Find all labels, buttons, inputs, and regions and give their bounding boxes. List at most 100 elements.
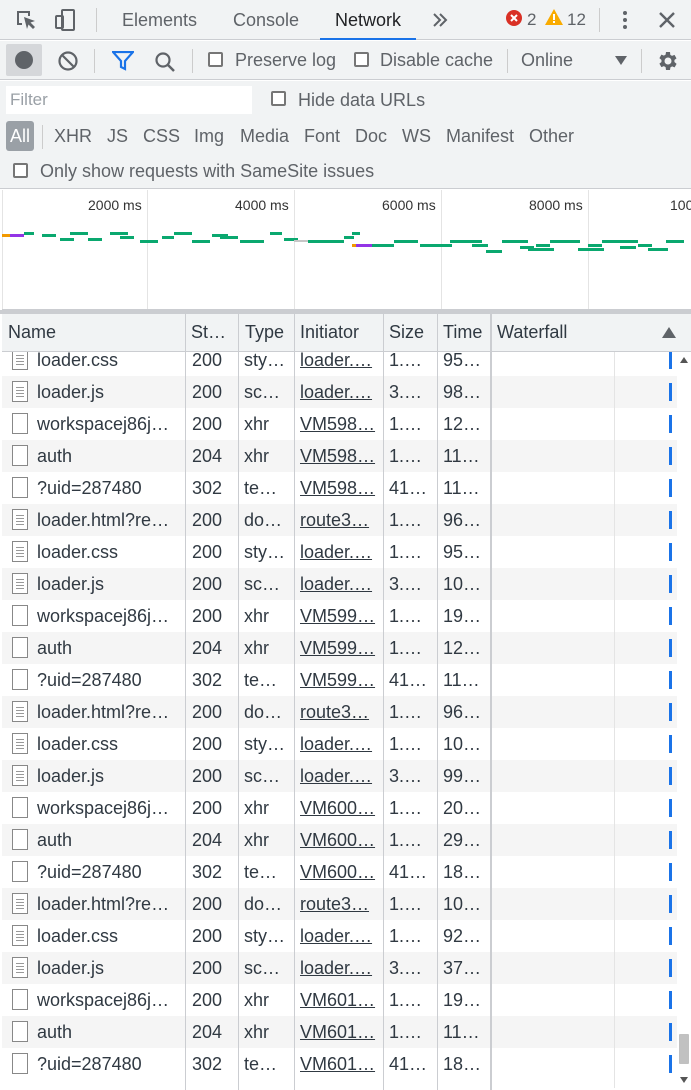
- cell-initiator[interactable]: VM600…: [300, 798, 376, 818]
- type-filter-img[interactable]: Img: [194, 126, 225, 146]
- warning-count[interactable]: 12: [567, 10, 586, 29]
- search-icon[interactable]: [154, 51, 176, 73]
- overview-divider[interactable]: [0, 310, 691, 314]
- cell-initiator[interactable]: VM599…: [300, 606, 376, 626]
- cell-initiator[interactable]: loader.…: [300, 766, 373, 786]
- column-header-name[interactable]: Name: [8, 322, 57, 342]
- column-header-type[interactable]: Type: [245, 322, 285, 342]
- column-divider[interactable]: [437, 314, 438, 1090]
- more-options-icon[interactable]: [613, 8, 637, 32]
- column-divider[interactable]: [238, 314, 239, 1090]
- tab-console[interactable]: Console: [233, 10, 300, 30]
- preserve-log-checkbox[interactable]: [208, 52, 223, 67]
- cell-initiator[interactable]: VM600…: [300, 862, 376, 882]
- cell-initiator[interactable]: VM601…: [300, 990, 376, 1010]
- scroll-up-arrow-icon[interactable]: [680, 357, 688, 363]
- error-icon[interactable]: [506, 10, 522, 26]
- scroll-thumb[interactable]: [679, 1034, 689, 1064]
- cell-initiator[interactable]: VM598…: [300, 446, 376, 466]
- more-tabs-icon[interactable]: [428, 8, 452, 32]
- type-filter-ws[interactable]: WS: [402, 126, 431, 146]
- type-filter-doc[interactable]: Doc: [355, 126, 388, 146]
- column-header-initiator[interactable]: Initiator: [300, 322, 360, 342]
- scroll-down-arrow-icon[interactable]: [680, 1077, 688, 1083]
- type-filter-manifest[interactable]: Manifest: [446, 126, 515, 146]
- type-filter-js[interactable]: JS: [107, 126, 129, 146]
- column-divider[interactable]: [383, 314, 384, 1090]
- samesite-checkbox[interactable]: [13, 163, 28, 178]
- close-icon[interactable]: [655, 8, 679, 32]
- cell-initiator[interactable]: VM601…: [300, 1022, 376, 1042]
- cell-initiator[interactable]: route3…: [300, 702, 370, 722]
- cell-initiator[interactable]: loader.…: [300, 958, 373, 978]
- disable-cache-checkbox[interactable]: [354, 52, 369, 67]
- record-button[interactable]: [6, 44, 42, 76]
- error-count[interactable]: 2: [527, 10, 537, 29]
- type-filter-css[interactable]: CSS: [143, 126, 181, 146]
- tab-elements[interactable]: Elements: [122, 10, 198, 30]
- cell-initiator[interactable]: loader.…: [300, 352, 373, 370]
- column-header-waterfall[interactable]: Waterfall: [497, 322, 568, 342]
- request-list-scrollbar[interactable]: [677, 352, 691, 1088]
- clear-icon[interactable]: [57, 50, 79, 72]
- column-divider[interactable]: [294, 314, 295, 1090]
- cell-initiator[interactable]: VM599…: [300, 638, 376, 658]
- warning-icon[interactable]: [545, 9, 563, 25]
- column-header-status[interactable]: St…: [191, 322, 227, 342]
- column-header-time[interactable]: Time: [443, 322, 483, 342]
- cell-initiator[interactable]: route3…: [300, 894, 370, 914]
- device-toolbar-icon[interactable]: [54, 8, 78, 32]
- sort-ascending-icon[interactable]: [662, 327, 676, 338]
- filter-icon[interactable]: [112, 51, 134, 71]
- chevron-down-icon[interactable]: [615, 56, 627, 65]
- hide-data-urls-checkbox[interactable]: [271, 91, 286, 106]
- cell-initiator[interactable]: loader.…: [300, 926, 373, 946]
- cell-initiator[interactable]: VM600…: [300, 830, 376, 850]
- filter-input[interactable]: [6, 86, 252, 114]
- column-divider[interactable]: [185, 314, 186, 1090]
- cell-initiator[interactable]: route3…: [300, 510, 370, 530]
- network-overview[interactable]: 2000 ms 4000 ms 6000 ms 8000 ms 100: [2, 190, 691, 310]
- throttling-select[interactable]: Online: [521, 50, 574, 70]
- cell-initiator[interactable]: loader.…: [300, 542, 373, 562]
- cell-initiator[interactable]: VM599…: [300, 670, 376, 690]
- cell-initiator[interactable]: loader.…: [300, 734, 373, 754]
- column-header-size[interactable]: Size: [389, 322, 425, 342]
- cell-initiator[interactable]: VM598…: [300, 478, 376, 498]
- cell-initiator[interactable]: loader.…: [300, 574, 373, 594]
- cell-initiator[interactable]: loader.…: [300, 382, 373, 402]
- tab-network[interactable]: Network: [320, 0, 417, 40]
- type-filter-media[interactable]: Media: [240, 126, 290, 146]
- gear-icon[interactable]: [655, 49, 679, 73]
- type-filter-other[interactable]: Other: [529, 126, 575, 146]
- type-filter-all[interactable]: All: [6, 121, 35, 151]
- inspect-element-icon[interactable]: [14, 8, 38, 32]
- type-filter-font[interactable]: Font: [304, 126, 341, 146]
- type-filter-xhr[interactable]: XHR: [54, 126, 93, 146]
- column-divider[interactable]: [490, 314, 492, 1090]
- cell-initiator[interactable]: VM601…: [300, 1054, 376, 1074]
